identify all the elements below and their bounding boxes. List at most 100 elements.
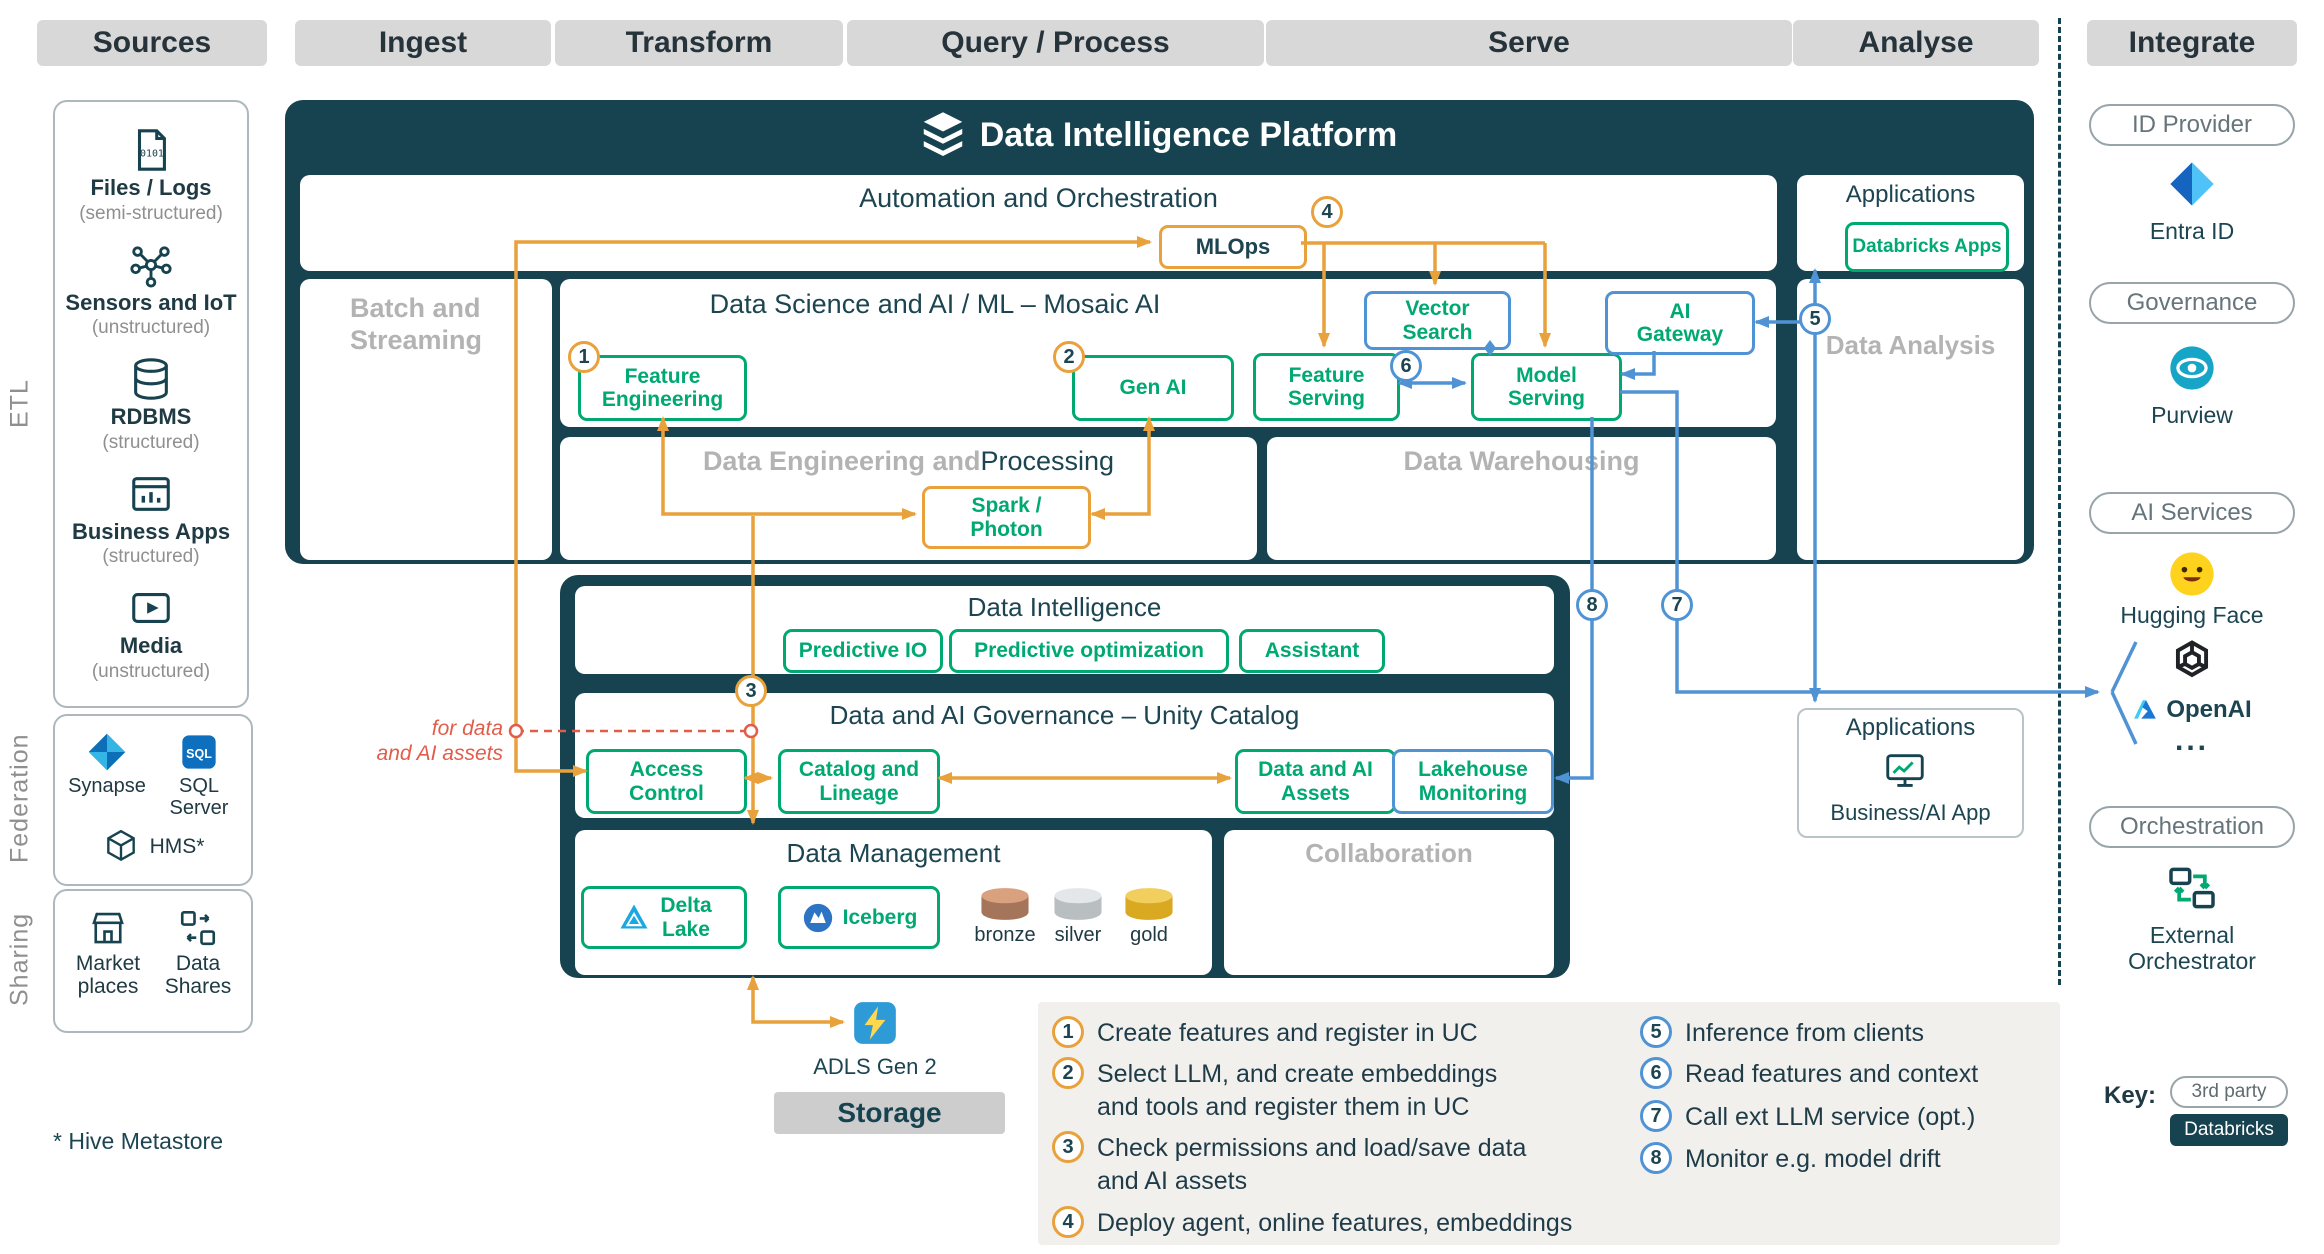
adls-label: ADLS Gen 2: [813, 1054, 937, 1079]
ai-services-pill: AI Services: [2089, 492, 2295, 534]
applications-top-title: Applications: [1845, 181, 1976, 208]
federation-name: Synapse: [68, 775, 146, 797]
automation-title: Automation and Orchestration: [859, 183, 1218, 213]
federation-sql-server: SQL SQL Server: [155, 732, 243, 819]
data-management-title: Data Management: [786, 838, 1001, 868]
flow-badge-4: 4: [1311, 196, 1343, 228]
legend-text-1: Create features and register in UC: [1097, 1019, 1478, 1047]
delta-lake-icon: [616, 900, 652, 936]
legend-text-3: Check permissions and load/save data and…: [1097, 1134, 1527, 1195]
sql-server-icon: SQL: [179, 732, 219, 772]
source-name: Sensors and IoT: [65, 289, 237, 315]
iot-icon: [128, 242, 174, 288]
data-ai-assets-node: Data and AI Assets: [1235, 749, 1396, 814]
databricks-apps-node: Databricks Apps: [1845, 222, 2009, 272]
legend-badge-7: 7: [1640, 1100, 1672, 1132]
governance-pill: Governance: [2089, 282, 2295, 324]
delta-lake-node: Delta Lake: [581, 886, 747, 949]
mlops-node: MLOps: [1159, 225, 1307, 269]
source-name: Media: [119, 633, 183, 659]
orchestration-pill: Orchestration: [2089, 806, 2295, 848]
data-intelligence-title: Data Intelligence: [967, 592, 1162, 622]
gold-cylinder-icon: [1120, 886, 1178, 922]
sharing-name: Data Shares: [164, 952, 232, 999]
source-sensors-iot: Sensors and IoT (unstructured): [65, 242, 237, 339]
header-tab-ingest: Ingest: [295, 20, 551, 66]
feature-engineering-node: Feature Engineering: [578, 355, 747, 421]
legend-item-6: 6 Read features and context: [1640, 1057, 2050, 1091]
source-name: RDBMS: [110, 404, 192, 430]
source-subtype: (unstructured): [91, 660, 211, 682]
business-apps-icon: [128, 471, 174, 517]
flow-badge-7: 7: [1661, 589, 1693, 621]
legend-badge-1: 1: [1052, 1016, 1084, 1048]
data-analysis-label: Data Analysis: [1825, 330, 1996, 360]
id-provider-pill: ID Provider: [2089, 104, 2295, 146]
legend-text-6: Read features and context: [1685, 1060, 1979, 1088]
legend-text-2: Select LLM, and create embeddings and to…: [1097, 1060, 1498, 1121]
legend-badge-5: 5: [1640, 1016, 1672, 1048]
silver-cylinder-icon: [1049, 886, 1107, 922]
purview-icon: [2166, 342, 2218, 394]
legend-badge-6: 6: [1640, 1057, 1672, 1089]
predictive-optimization-node: Predictive optimization: [949, 629, 1229, 673]
svg-text:SQL: SQL: [186, 747, 212, 761]
catalog-lineage-node: Catalog and Lineage: [778, 749, 940, 814]
legend-item-2: 2 Select LLM, and create embeddings and …: [1052, 1057, 1612, 1123]
header-tab-serve: Serve: [1266, 20, 1792, 66]
etl-vertical-label: ETL: [5, 379, 34, 429]
openai-label: OpenAI: [2166, 696, 2252, 723]
business-app-box: [1797, 708, 2024, 838]
legend-item-5: 5 Inference from clients: [1640, 1016, 2050, 1050]
flow-badge-5: 5: [1799, 303, 1831, 335]
source-subtype: (unstructured): [91, 317, 211, 339]
bronze-label: bronze: [974, 924, 1036, 946]
federation-box: Synapse SQL SQL Server HMS*: [53, 714, 253, 886]
legend-text-4: Deploy agent, online features, embedding…: [1097, 1209, 1573, 1237]
flow-badge-1: 1: [568, 341, 600, 373]
rdbms-icon: [128, 356, 174, 402]
legend-item-8: 8 Monitor e.g. model drift: [1640, 1142, 2050, 1176]
openai-icon: [2166, 636, 2218, 688]
hugging-face-label: Hugging Face: [2120, 602, 2264, 628]
access-control-node: Access Control: [586, 749, 747, 814]
legend-item-7: 7 Call ext LLM service (opt.): [1640, 1100, 2050, 1134]
source-name: Files / Logs: [90, 175, 212, 201]
key-label: Key:: [2104, 1082, 2157, 1109]
legend-badge-4: 4: [1052, 1206, 1084, 1238]
legend-item-3: 3 Check permissions and load/save data a…: [1052, 1131, 1612, 1197]
adls-icon: [850, 998, 900, 1048]
batch-streaming-label: Batch and Streaming: [350, 293, 483, 356]
etl-sources-box: 0101 Files / Logs (semi-structured) Sens…: [53, 100, 249, 708]
platform-title-row: Data Intelligence Platform: [285, 112, 2034, 158]
external-orchestrator-icon: [2164, 860, 2220, 916]
ai-gateway-node: AI Gateway: [1605, 291, 1755, 355]
hms-icon: [102, 828, 140, 866]
legend-item-1: 1 Create features and register in UC: [1052, 1016, 1612, 1050]
spark-photon-node: Spark / Photon: [922, 486, 1091, 549]
legend-badge-8: 8: [1640, 1142, 1672, 1174]
data-engineering-title: Data Engineering and Processing: [560, 446, 1257, 477]
data-engineering-title-gray: Data Engineering and: [702, 446, 981, 476]
collaboration-box: [1224, 830, 1554, 975]
azure-icon: [2132, 697, 2158, 723]
header-tab-query-process: Query / Process: [847, 20, 1264, 66]
source-files-logs: 0101 Files / Logs (semi-structured): [79, 127, 223, 223]
media-icon: [128, 585, 174, 631]
svg-text:0101: 0101: [140, 149, 164, 160]
legend-box: [1038, 1002, 2060, 1245]
source-subtype: (structured): [102, 431, 200, 453]
legend-text-7: Call ext LLM service (opt.): [1685, 1103, 1976, 1131]
synapse-icon: [87, 732, 127, 772]
governance-title: Data and AI Governance – Unity Catalog: [829, 700, 1300, 730]
legend-item-4: 4 Deploy agent, online features, embeddi…: [1052, 1206, 1632, 1240]
source-rdbms: RDBMS (structured): [102, 356, 200, 453]
mosaic-ai-title: Data Science and AI / ML – Mosaic AI: [709, 289, 1161, 319]
hugging-face-icon: [2166, 548, 2218, 600]
flow-badge-6: 6: [1390, 350, 1422, 382]
sharing-data-shares: Data Shares: [155, 907, 241, 998]
source-subtype: (structured): [102, 546, 200, 568]
business-app-label: Business/AI App: [1830, 800, 1991, 825]
openai-row: OpenAI: [2092, 696, 2292, 724]
